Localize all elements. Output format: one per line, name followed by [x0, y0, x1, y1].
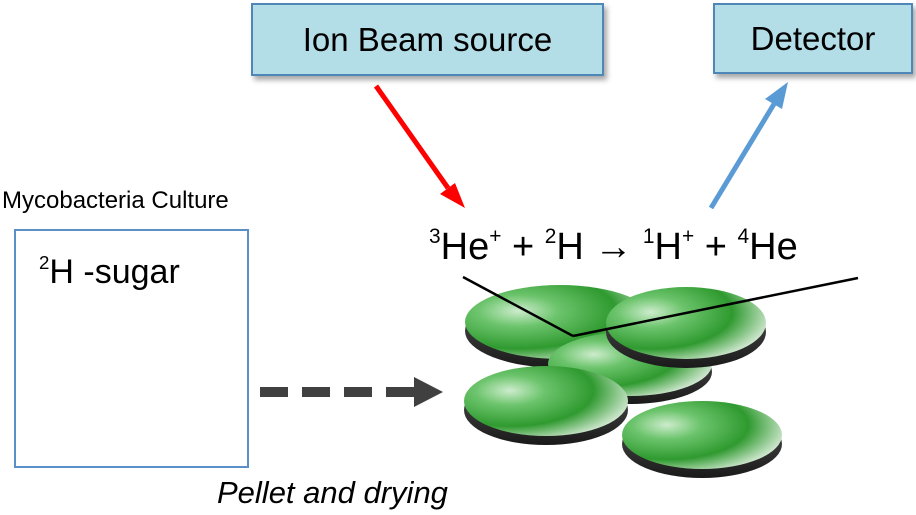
flow-arrow	[260, 377, 443, 407]
detector-box: Detector	[713, 3, 913, 74]
pellet	[606, 287, 766, 368]
culture-box	[14, 229, 249, 468]
h1-symbol: H	[654, 226, 682, 268]
outgoing-detector-arrow	[708, 82, 788, 210]
ion-beam-source-box: Ion Beam source	[251, 3, 604, 76]
reaction-arrow: →	[583, 226, 643, 268]
pellet	[622, 401, 782, 478]
he4-symbol: He	[749, 226, 798, 268]
pellet	[464, 366, 628, 445]
pellet-cluster	[464, 285, 782, 478]
he4-mass: 4	[737, 225, 750, 249]
h2-mass: 2	[544, 225, 557, 249]
he3-mass: 3	[429, 225, 441, 249]
incoming-beam-arrow	[373, 84, 465, 208]
deuterium-mass: 2	[39, 251, 50, 273]
sugar-label: 2H -sugar	[39, 251, 180, 292]
reaction-equation: 3He+ + 2H → 1H+ + 4He	[429, 225, 798, 269]
he3-charge: +	[489, 225, 502, 249]
sugar-text: H -sugar	[49, 253, 180, 291]
pellet-drying-label: Pellet and drying	[217, 475, 448, 510]
h2-symbol: H	[556, 226, 584, 268]
plus-sign: +	[694, 226, 738, 268]
ion-beam-source-label: Ion Beam source	[302, 20, 553, 58]
culture-title: Mycobacteria Culture	[2, 187, 229, 214]
h1-mass: 1	[642, 225, 655, 249]
he3-symbol: He	[440, 226, 490, 268]
plus-sign: +	[501, 226, 545, 268]
h1-charge: +	[682, 225, 695, 249]
reaction-lines	[462, 275, 859, 338]
detector-label: Detector	[750, 19, 876, 57]
